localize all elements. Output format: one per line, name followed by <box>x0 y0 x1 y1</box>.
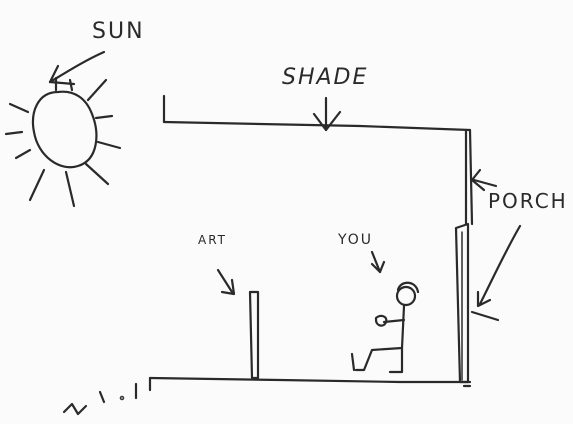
porch-floor <box>150 378 470 390</box>
art-label: ART <box>198 233 227 247</box>
sun-drawing <box>6 78 120 206</box>
shade-label: SHADE <box>282 65 368 90</box>
porch-arrow-upper <box>472 170 496 190</box>
roof-outline <box>164 96 472 224</box>
steps-squiggle <box>64 384 136 414</box>
art-arrow <box>218 270 234 294</box>
sun-arrow <box>50 52 104 84</box>
you-arrow <box>372 252 384 272</box>
porch-arrow-lower <box>472 226 520 320</box>
you-label: YOU <box>337 232 373 248</box>
sun-label: SUN <box>92 19 145 44</box>
stick-figure <box>352 283 418 372</box>
art-post <box>250 292 258 378</box>
porch-label: PORCH <box>488 189 568 213</box>
porch-post <box>456 224 468 382</box>
